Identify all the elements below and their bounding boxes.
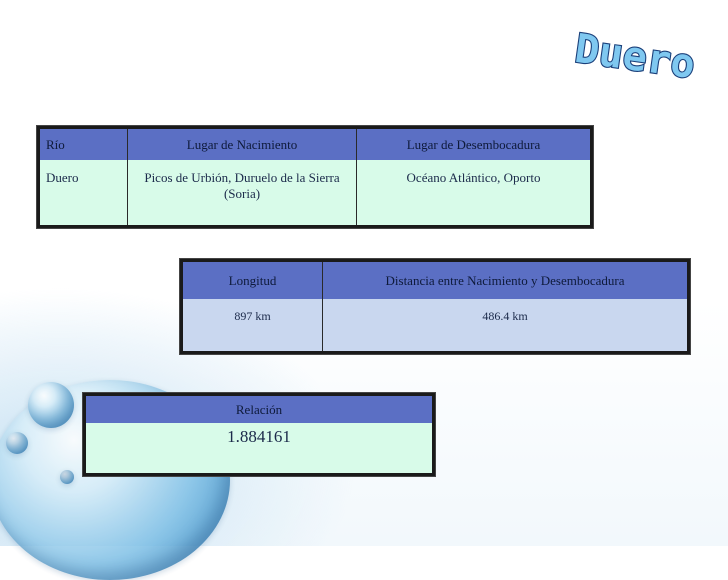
length-distance-table: Longitud Distancia entre Nacimiento y De…	[180, 259, 690, 354]
river-source-mouth-table: Río Lugar de Nacimiento Lugar de Desembo…	[37, 126, 593, 228]
cell-longitud: 897 km	[181, 299, 323, 353]
table-row: Duero Picos de Urbión, Duruelo de la Sie…	[38, 160, 592, 227]
header-lugar-desembocadura: Lugar de Desembocadura	[356, 127, 592, 160]
header-distancia: Distancia entre Nacimiento y Desembocadu…	[322, 260, 689, 299]
header-relacion: Relación	[84, 394, 434, 423]
table-row: 1.884161	[84, 423, 434, 475]
cell-lugar-nacimiento: Picos de Urbión, Duruelo de la Sierra (S…	[127, 160, 357, 227]
ratio-table: Relación 1.884161	[83, 393, 435, 476]
header-longitud: Longitud	[181, 260, 323, 299]
slide-title-text: Duero	[572, 26, 698, 88]
header-lugar-nacimiento: Lugar de Nacimiento	[127, 127, 357, 160]
cell-relacion-value: 1.884161	[84, 423, 434, 475]
table-header-row: Relación	[84, 394, 434, 423]
table-row: 897 km 486.4 km	[181, 299, 689, 353]
table-header-row: Río Lugar de Nacimiento Lugar de Desembo…	[38, 127, 592, 160]
slide-title: Duero	[571, 25, 699, 90]
cell-lugar-desembocadura: Océano Atlántico, Oporto	[356, 160, 592, 227]
water-drop-medium-decoration	[28, 382, 74, 428]
cell-rio: Duero	[38, 160, 128, 227]
water-drop-tiny-decoration	[60, 470, 74, 484]
water-drop-small-decoration	[6, 432, 28, 454]
header-rio: Río	[38, 127, 128, 160]
table-header-row: Longitud Distancia entre Nacimiento y De…	[181, 260, 689, 299]
cell-distancia: 486.4 km	[322, 299, 689, 353]
